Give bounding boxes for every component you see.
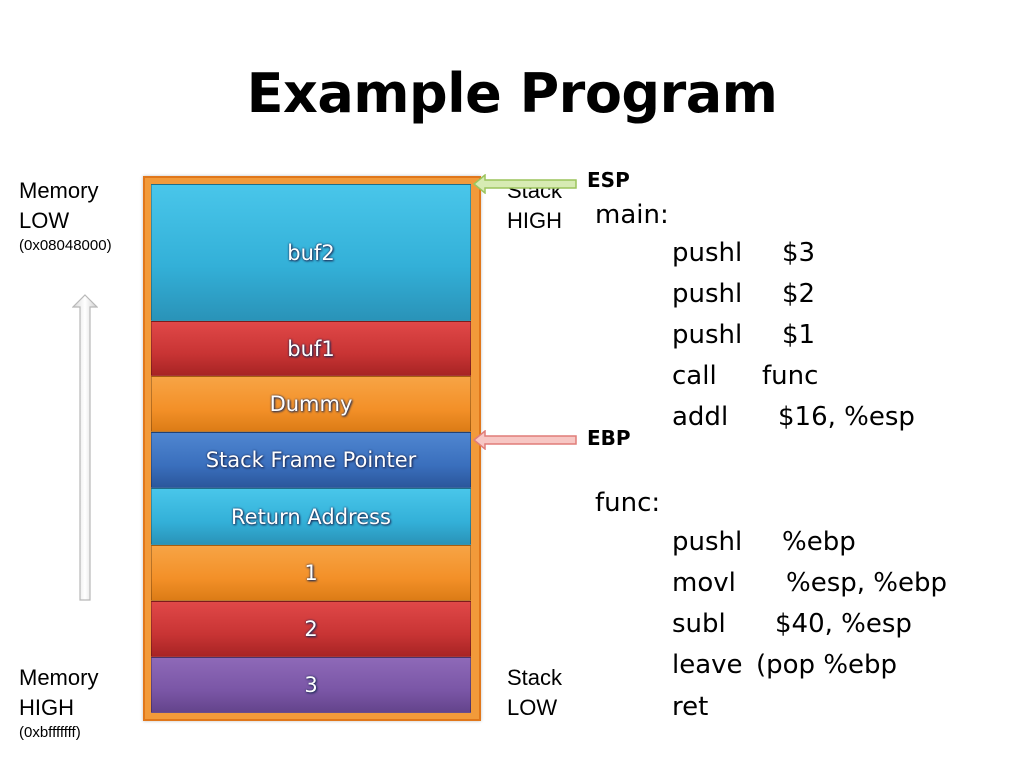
esp-label: ESP xyxy=(587,168,630,192)
memory-low-line2: LOW xyxy=(19,208,70,233)
main-instr-op: pushl xyxy=(672,320,743,350)
stack-block-arg-2: 2 xyxy=(151,601,471,657)
stack-block-buf2: buf2 xyxy=(151,184,471,321)
func-label: func: xyxy=(595,488,661,518)
memory-high-line1: Memory xyxy=(19,665,99,690)
esp-arrow-icon xyxy=(472,174,577,194)
memory-high-address: (0xbfffffff) xyxy=(19,724,81,741)
ebp-arrow-icon xyxy=(472,430,577,450)
main-instr-args: $16, %esp xyxy=(778,402,915,432)
memory-high-label: Memory HIGH (0xbfffffff) xyxy=(19,663,98,743)
stack-low-line2: LOW xyxy=(507,695,558,720)
up-arrow-icon xyxy=(72,294,98,601)
stack-block-buf1: buf1 xyxy=(151,321,471,376)
func-instr-op: subl xyxy=(672,609,726,639)
memory-low-line1: Memory xyxy=(19,178,99,203)
stack-block-arg-1: 1 xyxy=(151,545,471,601)
memory-low-address: (0x08048000) xyxy=(19,237,112,254)
slide-title: Example Program xyxy=(246,62,778,125)
func-instr-args: %esp, %ebp xyxy=(786,568,947,598)
memory-high-line2: HIGH xyxy=(19,695,74,720)
func-instr-args: $40, %esp xyxy=(775,609,912,639)
main-instr-op: pushl xyxy=(672,238,743,268)
stack-block-dummy: Dummy xyxy=(151,376,471,432)
main-instr-op: addl xyxy=(672,402,729,432)
main-instr-args: $1 xyxy=(782,320,816,350)
stack-block-frame-pointer: Stack Frame Pointer xyxy=(151,432,471,488)
func-instr-op: pushl xyxy=(672,527,743,557)
stack-block-arg-3: 3 xyxy=(151,657,471,713)
main-instr-args: func xyxy=(762,361,819,391)
func-instr-op: ret xyxy=(672,692,709,722)
main-label: main: xyxy=(595,200,669,230)
main-instr-args: $2 xyxy=(782,279,816,309)
memory-low-label: Memory LOW (0x08048000) xyxy=(19,176,112,256)
main-instr-op: call xyxy=(672,361,717,391)
func-instr-op: leave xyxy=(672,650,743,680)
stack-low-line1: Stack xyxy=(507,665,563,690)
stack-block-return-address: Return Address xyxy=(151,488,471,545)
ebp-label: EBP xyxy=(587,426,631,450)
func-instr-args: %ebp xyxy=(782,527,856,557)
stack-low-label: Stack LOW xyxy=(507,663,562,723)
func-instr-op: movl xyxy=(672,568,736,598)
main-instr-op: pushl xyxy=(672,279,743,309)
main-instr-args: $3 xyxy=(782,238,816,268)
stack-high-line2: HIGH xyxy=(507,208,562,233)
func-instr-args: (pop %ebp xyxy=(756,650,898,680)
